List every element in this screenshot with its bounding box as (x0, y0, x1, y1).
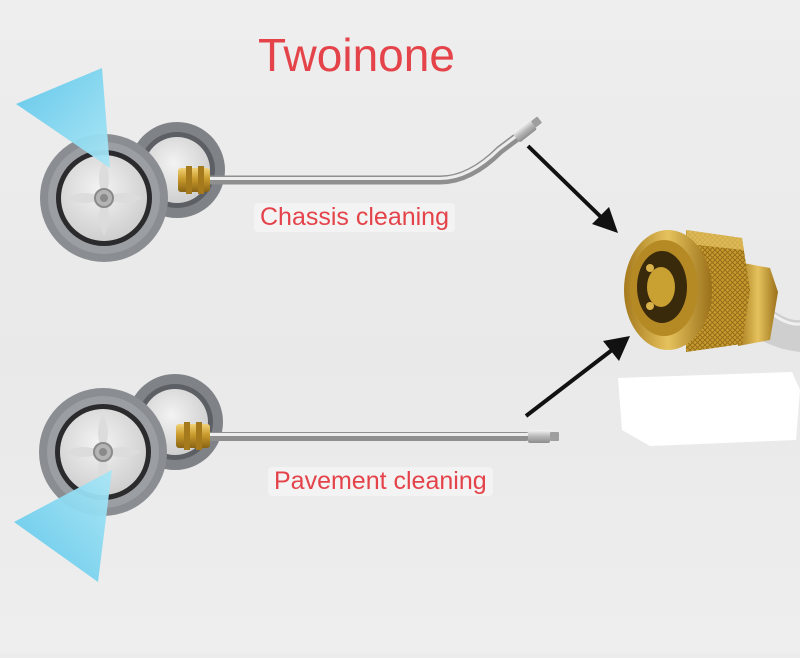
arrow-to-coupler-bottom (524, 336, 630, 418)
brass-quick-coupler (624, 230, 800, 352)
pavement-cleaner-wand (14, 374, 559, 582)
front-wheel-bottom (39, 388, 167, 516)
product-title: Twoinone (258, 29, 455, 81)
brass-fitting-top (178, 166, 210, 194)
front-wheel-top (40, 134, 168, 262)
spray-fan-bottom (14, 470, 112, 582)
spray-fan-top (16, 68, 110, 168)
white-patch (618, 372, 800, 446)
brass-fitting-bottom (176, 422, 210, 450)
bent-wand-tube (200, 130, 525, 185)
pavement-cleaning-label: Pavement cleaning (268, 467, 493, 496)
arrow-to-coupler-top (526, 144, 618, 233)
nozzle-tip-top (513, 116, 542, 142)
chassis-cleaner-wand (16, 68, 542, 262)
chassis-cleaning-label: Chassis cleaning (254, 203, 455, 232)
nozzle-tip-bottom (528, 430, 559, 443)
